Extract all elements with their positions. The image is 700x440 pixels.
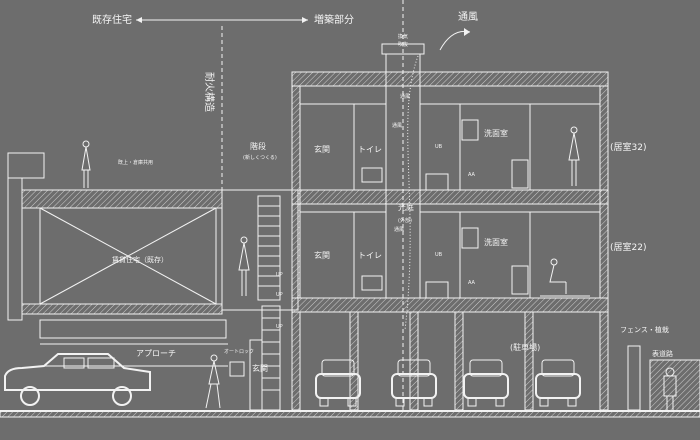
entry-label-upper: 玄関 (314, 144, 330, 154)
ub-label-upper: UB (435, 144, 443, 150)
aa-label-upper: AA (468, 172, 476, 178)
east-pillar (599, 311, 609, 411)
second-floor-slab (291, 297, 609, 313)
toilet-fixture-upper (361, 167, 383, 183)
light-well-label: 光庭 (398, 202, 414, 212)
existing-unit-label: 賃貸住宅（既存） (112, 255, 168, 264)
up-label-2: UP (276, 324, 283, 330)
third-floor-slab (291, 189, 609, 205)
west-wall (291, 85, 301, 299)
front-road-label: 表道路 (652, 349, 673, 358)
car-side-view (4, 353, 151, 406)
existing-ground-floor (39, 319, 227, 339)
west-pillar (291, 311, 301, 411)
washroom-label-upper: 洗面室 (484, 128, 508, 138)
stairs-label: 階段 (250, 141, 266, 151)
pillar-b (409, 311, 419, 411)
ground-slab (0, 410, 700, 418)
light-well-note: (外部) (398, 217, 412, 224)
toilet-label-upper: トイレ (358, 145, 382, 154)
existing-wall (7, 177, 23, 321)
parking-label: (駐車場) (510, 342, 540, 352)
ub-label-mid: UB (435, 252, 443, 258)
person-stairs (238, 236, 250, 296)
wind-label: 通風 (458, 11, 478, 23)
pillar-c (454, 311, 464, 411)
flow-label-3: 通風 (394, 226, 404, 233)
arrow-right-icon (302, 17, 308, 23)
room-22-label: (居室22) (610, 241, 646, 253)
fence-planting (627, 345, 641, 411)
flow-label-2: 通風 (392, 122, 402, 129)
entry-label-mid: 玄関 (314, 250, 330, 260)
roof-slab (291, 71, 609, 87)
arrow-left-icon (136, 17, 142, 23)
fence-label: フェンス・植栽 (620, 325, 669, 334)
existing-roof-slab (21, 189, 223, 209)
mirror-upper (461, 119, 479, 141)
living-room-32 (529, 103, 601, 191)
washroom-label-mid: 洗面室 (484, 237, 508, 247)
toilet-fixture-mid (361, 275, 383, 291)
front-road (649, 359, 700, 412)
person-roof (81, 140, 91, 188)
car-front-1 (315, 359, 361, 407)
auto-lock-panel (229, 361, 245, 377)
stair-flight-upper (257, 195, 281, 301)
east-wall (599, 85, 609, 299)
flow-label-1: 通風 (400, 93, 410, 100)
person-seated-22 (540, 258, 590, 297)
person-road (663, 367, 677, 410)
existing-parapet (7, 152, 45, 179)
stairs-note: (新しくつくる) (243, 154, 277, 161)
existing-cross-b (39, 207, 217, 305)
car-front-2 (391, 359, 437, 407)
aa-label-mid: AA (468, 280, 476, 286)
stair-flight-lower (261, 305, 281, 411)
existing-house-label: 既存住宅 (92, 13, 132, 26)
entrance-label: 玄関 (252, 363, 268, 373)
bathtub-upper (425, 173, 449, 191)
car-front-4 (535, 359, 581, 407)
stair-hall (221, 189, 299, 311)
toilet-label-mid: トイレ (358, 251, 382, 260)
existing-floor-slab (21, 303, 223, 315)
living-room-22 (529, 211, 601, 299)
auto-lock-label: オートロック (224, 349, 254, 355)
up-label-3: UP (276, 292, 283, 298)
pillar-d (524, 311, 534, 411)
wind-arrow-head-icon (464, 28, 470, 36)
extension-label: 増築部分 (314, 13, 354, 26)
washer-upper (511, 159, 529, 189)
bathtub-mid (425, 281, 449, 299)
washer-mid (511, 265, 529, 295)
mirror-mid (461, 227, 479, 249)
up-label-1: UP (276, 272, 283, 278)
toilet-room-mid (353, 211, 387, 299)
car-front-3 (463, 359, 509, 407)
person-walking (205, 354, 221, 409)
roof-note: 既上・倉庫共用 (118, 159, 153, 166)
fire-wall-label: 耐火構造 (203, 72, 216, 112)
room-32-label: (居室32) (610, 141, 646, 153)
entrance-door (249, 339, 263, 411)
approach-label: アプローチ (136, 349, 176, 358)
person-room-32 (568, 126, 580, 186)
toilet-room-upper (353, 103, 387, 191)
